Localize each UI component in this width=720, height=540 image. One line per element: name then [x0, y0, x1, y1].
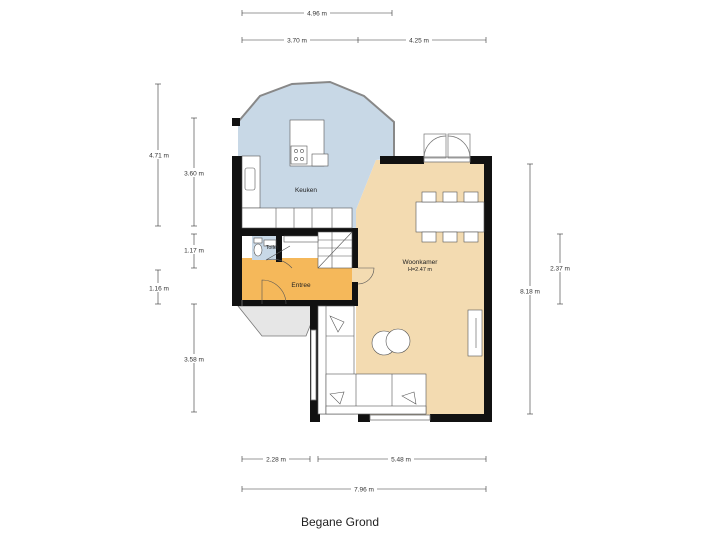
exterior-step [237, 305, 319, 337]
room-height-living: H=2.47 m [408, 267, 432, 273]
wall-living-bottom-left [358, 414, 370, 422]
living-furniture [317, 305, 483, 415]
doors [261, 245, 375, 305]
room-label-kitchen: Keuken [295, 187, 317, 194]
dim-top-total: 4.96 m [307, 11, 327, 18]
wall-kitchen-bottom [232, 228, 356, 236]
garden-doors [423, 133, 471, 159]
wall-living-right [484, 156, 492, 422]
toilet-bowl [253, 243, 263, 257]
tv-cabinet [467, 309, 483, 357]
wall-entrance-right-low [352, 282, 358, 304]
wall-sofa-bottom [310, 414, 320, 422]
windows [241, 156, 471, 421]
coffee-table-2 [385, 328, 411, 354]
dim-left-bottom: 3.58 m [184, 357, 204, 364]
wall-kitchen-corner [232, 118, 240, 126]
counter-bottom [241, 207, 353, 229]
kitchen-furniture [241, 119, 353, 229]
dim-left-outer-top: 4.71 m [149, 153, 169, 160]
stairs-storage [283, 235, 319, 243]
dim-right-outer: 8.18 m [520, 289, 540, 296]
cooktop [290, 145, 308, 165]
wall-living-top-right [470, 156, 492, 164]
dim-bottom-right: 5.48 m [391, 457, 411, 464]
wall-living-bottom-right [430, 414, 492, 422]
window-sofa [310, 329, 317, 401]
toilet-fixtures [253, 237, 277, 257]
floor-title: Begane Grond [300, 515, 380, 529]
window-living-bottom [369, 414, 431, 421]
room-label-entrance: Entree [291, 282, 311, 289]
dining-set [415, 191, 485, 243]
dim-left-mid-1: 1.17 m [184, 248, 204, 255]
room-label-toilet: Toilet [266, 245, 279, 251]
wall-entrance-bottom [232, 300, 358, 306]
dim-top-right: 4.25 m [409, 38, 429, 45]
wall-living-top [380, 156, 424, 164]
window-living-top [423, 156, 471, 163]
dim-right-inner: 2.37 m [550, 266, 570, 273]
dim-bottom-left: 2.28 m [266, 457, 286, 464]
washbasin [263, 239, 277, 247]
dim-top-left: 3.70 m [287, 38, 307, 45]
dim-left-inner-top: 3.60 m [184, 171, 204, 178]
dim-left-mid-2: 1.16 m [149, 286, 169, 293]
room-label-living: Woonkamer [403, 259, 439, 266]
sink [244, 167, 256, 191]
wall-kitchen-oblique [237, 80, 395, 156]
dim-bottom-total: 7.96 m [354, 487, 374, 494]
stairs [317, 231, 353, 269]
dimension-labels: 4.96 m 3.70 m 4.25 m 2.28 m 5.48 m 7.96 … [148, 8, 571, 494]
bar-stool [311, 153, 329, 167]
wall-entrance-right [352, 228, 358, 268]
wall-toilet-right [276, 232, 282, 262]
dining-table [415, 201, 485, 233]
